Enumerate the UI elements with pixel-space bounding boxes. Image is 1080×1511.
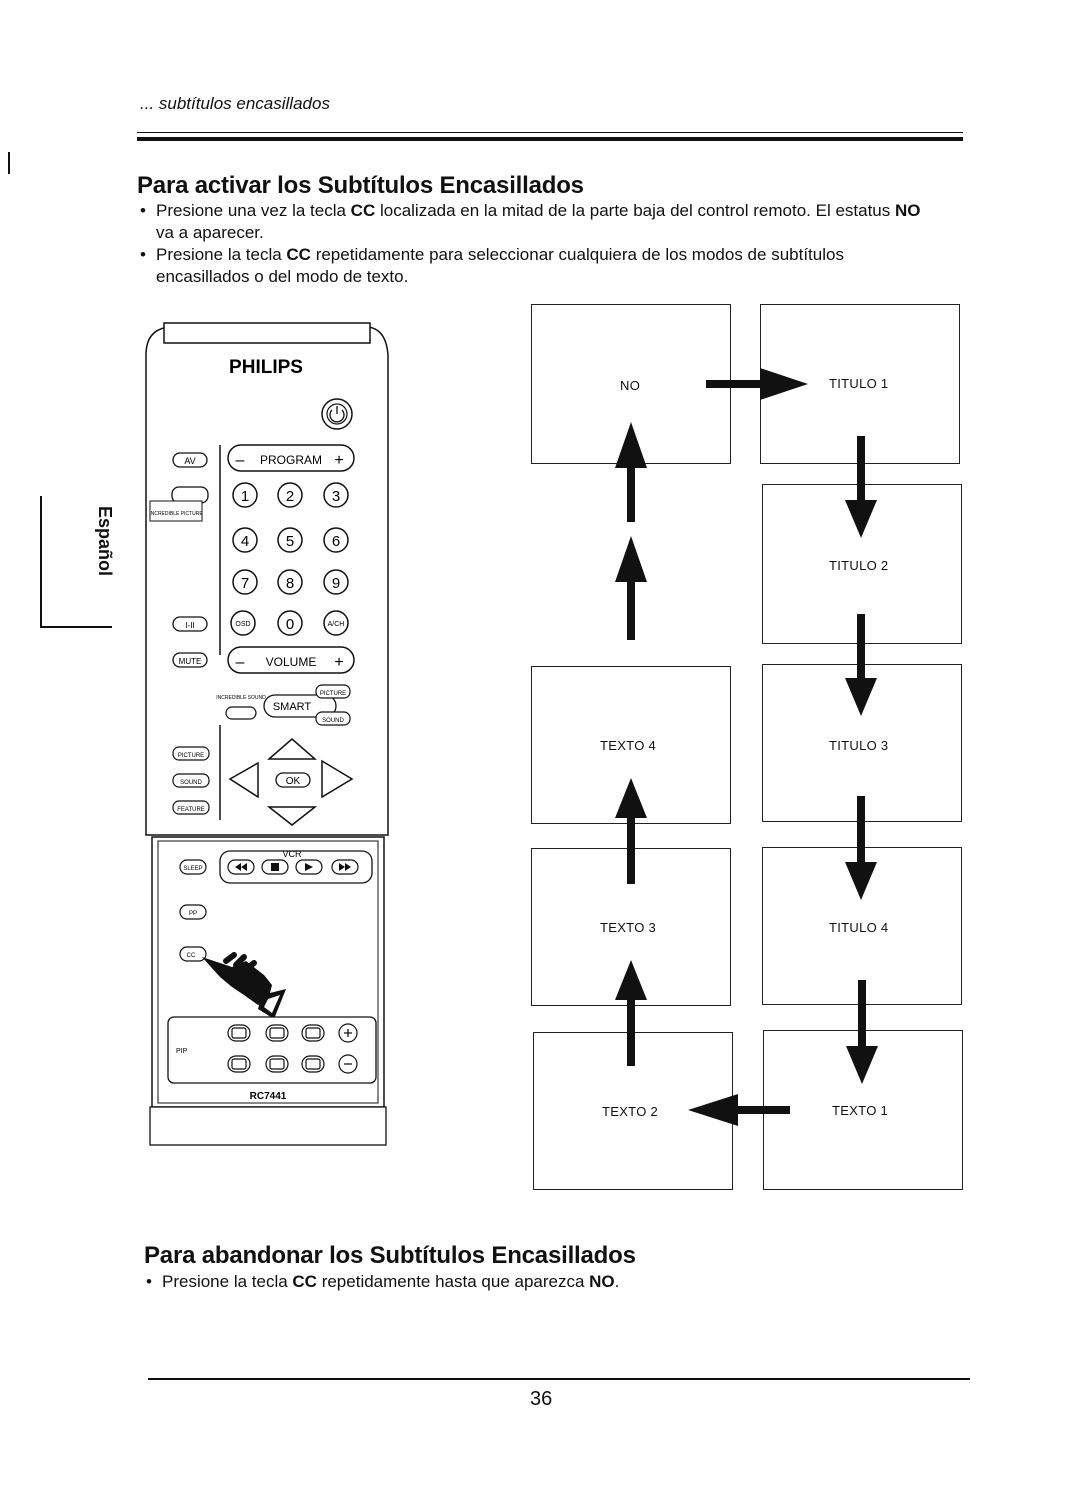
volume-rocker[interactable] — [227, 646, 355, 674]
arrow-icon — [760, 368, 808, 400]
osd-button[interactable] — [230, 610, 256, 636]
alternate-channel-button[interactable] — [323, 610, 349, 636]
incredible-sound-button[interactable] — [225, 706, 257, 720]
svg-text:3: 3 — [332, 488, 340, 505]
footer-rule — [148, 1378, 970, 1380]
svg-text:OSD: OSD — [235, 621, 250, 628]
svg-text:I-II: I-II — [185, 621, 194, 630]
arrow-icon — [627, 458, 635, 522]
language-tab: Español — [40, 496, 115, 628]
svg-text:2: 2 — [286, 488, 294, 505]
svg-text:AV: AV — [184, 456, 195, 466]
feature-menu-button[interactable] — [172, 800, 210, 815]
svg-text:PICTURE: PICTURE — [320, 691, 346, 697]
svg-text:CC: CC — [187, 953, 196, 959]
svg-text:6: 6 — [332, 533, 340, 550]
cc-button[interactable] — [179, 946, 207, 962]
mute-button[interactable] — [172, 652, 208, 668]
section-heading-activate: Para activar los Subtítulos Encasillados — [137, 172, 584, 199]
svg-text:FEATURE: FEATURE — [177, 807, 205, 813]
svg-text:SOUND: SOUND — [322, 718, 344, 724]
arrow-icon — [627, 990, 635, 1066]
language-tab-label: Español — [95, 506, 115, 577]
remote-brand: PHILIPS — [229, 357, 303, 378]
remote-control-illustration: PHILIPS AV INCREDIBLE PICTURE I-II MUTE … — [145, 322, 389, 1146]
svg-text:SMART: SMART — [273, 701, 312, 713]
svg-text:1: 1 — [241, 488, 249, 505]
arrow-icon — [858, 980, 866, 1054]
arrow-icon — [857, 796, 865, 872]
program-rocker[interactable] — [227, 444, 355, 472]
svg-text:PICTURE: PICTURE — [178, 753, 204, 759]
svg-text:SOUND: SOUND — [180, 780, 202, 786]
svg-text:5: 5 — [286, 533, 294, 550]
svg-text:0: 0 — [286, 616, 294, 633]
svg-text:7: 7 — [241, 575, 249, 592]
cursor-down-button[interactable] — [266, 806, 318, 826]
svg-text:8: 8 — [286, 575, 294, 592]
svg-text:MUTE: MUTE — [179, 657, 202, 666]
sleep-button[interactable] — [179, 859, 207, 875]
instruction-bullet: Presione la tecla CC repetidamente hasta… — [146, 1271, 946, 1293]
page-number: 36 — [530, 1388, 553, 1410]
svg-text:PIP: PIP — [176, 1048, 188, 1055]
svg-text:VOLUME: VOLUME — [266, 655, 317, 669]
svg-text:PROGRAM: PROGRAM — [260, 453, 322, 467]
cursor-right-button[interactable] — [321, 759, 354, 799]
av-button[interactable] — [172, 452, 208, 468]
dual-sound-button[interactable] — [172, 616, 208, 632]
arrow-icon — [706, 380, 766, 388]
running-head: ... subtítulos encasillados — [140, 94, 330, 113]
pointing-hand-icon — [202, 952, 286, 1019]
cursor-left-button[interactable] — [228, 761, 259, 799]
svg-text:+: + — [334, 452, 343, 469]
svg-text:–: – — [236, 654, 245, 671]
svg-text:4: 4 — [241, 533, 249, 550]
svg-text:PP: PP — [189, 911, 197, 917]
svg-text:INCREDIBLE SOUND: INCREDIBLE SOUND — [216, 695, 266, 701]
power-button[interactable] — [321, 398, 353, 430]
arrow-icon — [857, 436, 865, 510]
svg-text:9: 9 — [332, 575, 340, 592]
instruction-bullet: Presione la tecla CC repetidamente para … — [140, 244, 940, 288]
pp-button[interactable] — [179, 904, 207, 920]
smart-picture-button[interactable] — [315, 684, 351, 699]
instruction-bullet: Presione una vez la tecla CC localizada … — [140, 200, 940, 244]
header-rule-thin — [137, 132, 963, 133]
activate-instructions: Presione una vez la tecla CC localizada … — [140, 200, 940, 288]
arrow-icon — [857, 614, 865, 690]
arrow-icon — [627, 804, 635, 884]
svg-text:A/CH: A/CH — [328, 621, 345, 628]
svg-text:VCR: VCR — [282, 849, 302, 859]
header-rule-thick — [137, 137, 963, 141]
remote-model: RC7441 — [250, 1091, 287, 1102]
number-keypad[interactable]: 1 2 3 4 5 6 7 8 9 0 — [232, 482, 349, 636]
svg-text:–: – — [236, 452, 245, 469]
cursor-up-button[interactable] — [266, 738, 318, 760]
svg-text:SLEEP: SLEEP — [183, 866, 202, 872]
mode-cycle-arrows — [615, 368, 878, 1126]
picture-menu-button[interactable] — [172, 746, 210, 761]
section-heading-deactivate: Para abandonar los Subtítulos Encasillad… — [144, 1242, 636, 1269]
svg-text:OK: OK — [286, 776, 301, 787]
margin-mark — [8, 152, 10, 174]
sound-menu-button[interactable] — [172, 773, 210, 788]
arrow-icon — [627, 572, 635, 640]
arrow-icon — [734, 1106, 790, 1114]
svg-text:+: + — [334, 654, 343, 671]
ok-button[interactable] — [275, 772, 311, 788]
svg-text:INCREDIBLE PICTURE: INCREDIBLE PICTURE — [149, 511, 203, 517]
pip-buttons[interactable] — [227, 1023, 358, 1074]
deactivate-instructions: Presione la tecla CC repetidamente hasta… — [146, 1271, 946, 1293]
smart-sound-button[interactable] — [315, 711, 351, 726]
smart-button[interactable] — [263, 694, 337, 718]
